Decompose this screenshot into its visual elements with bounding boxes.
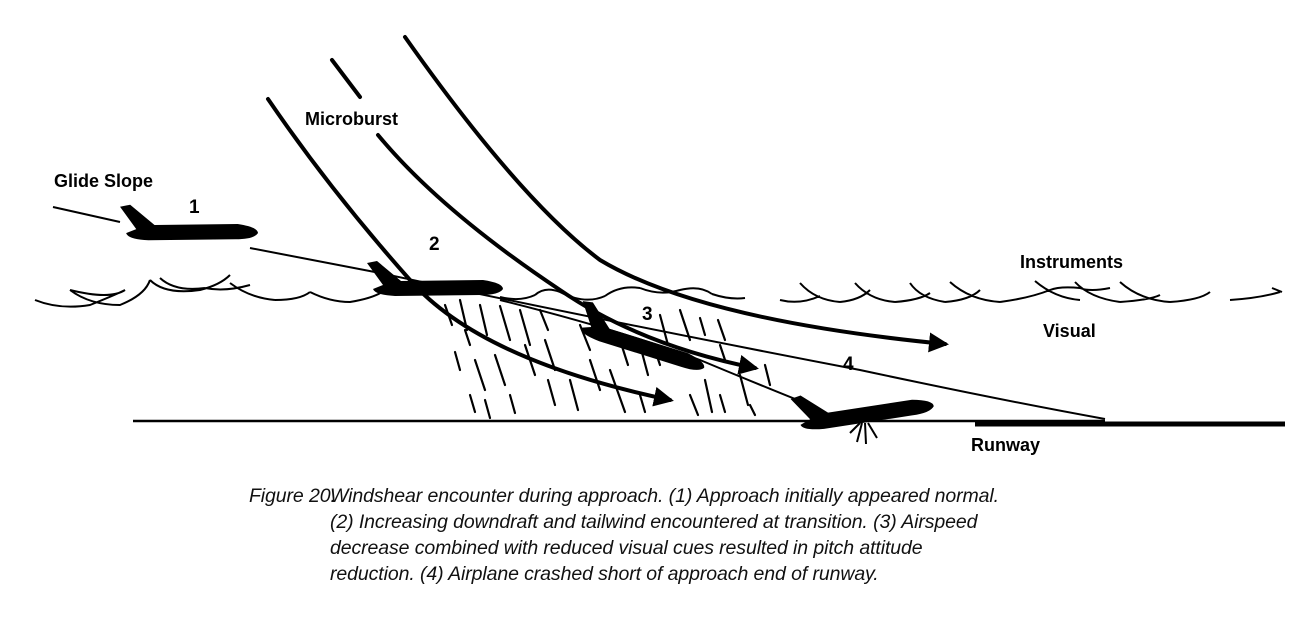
position-label-4: 4 (843, 354, 854, 375)
inner-flow-arrow (266, 97, 674, 407)
caption-line: decrease combined with reduced visual cu… (330, 537, 923, 559)
instruments-label: Instruments (1020, 252, 1123, 272)
caption-line: (2) Increasing downdraft and tailwind en… (330, 511, 978, 533)
windshear-diagram: Glide Slope Microburst Instruments Visua… (34, 35, 1285, 455)
outer-flow-arrow (403, 35, 949, 353)
caption-line: Windshear encounter during approach. (1)… (330, 485, 999, 507)
microburst-flow (266, 35, 949, 407)
position-label-2: 2 (429, 234, 440, 255)
cloud-base-line (34, 274, 1283, 308)
microburst-label: Microburst (305, 109, 398, 129)
middle-flow-upper (330, 58, 362, 99)
runway-label: Runway (971, 435, 1040, 455)
glide-slope-label: Glide Slope (54, 171, 153, 191)
figure-caption: Windshear encounter during approach. (1)… (330, 483, 999, 587)
airplane-icon-2 (367, 261, 503, 296)
crash-impact-icon (849, 422, 878, 445)
rain-streaks (443, 298, 772, 420)
position-label-1: 1 (189, 197, 200, 218)
glide-slope-line (52, 206, 1106, 420)
caption-line: reduction. (4) Airplane crashed short of… (330, 563, 879, 585)
visual-label: Visual (1043, 321, 1096, 341)
figure-number: Figure 20. (249, 485, 336, 507)
position-label-3: 3 (642, 304, 653, 325)
middle-flow-arrow (376, 133, 759, 375)
